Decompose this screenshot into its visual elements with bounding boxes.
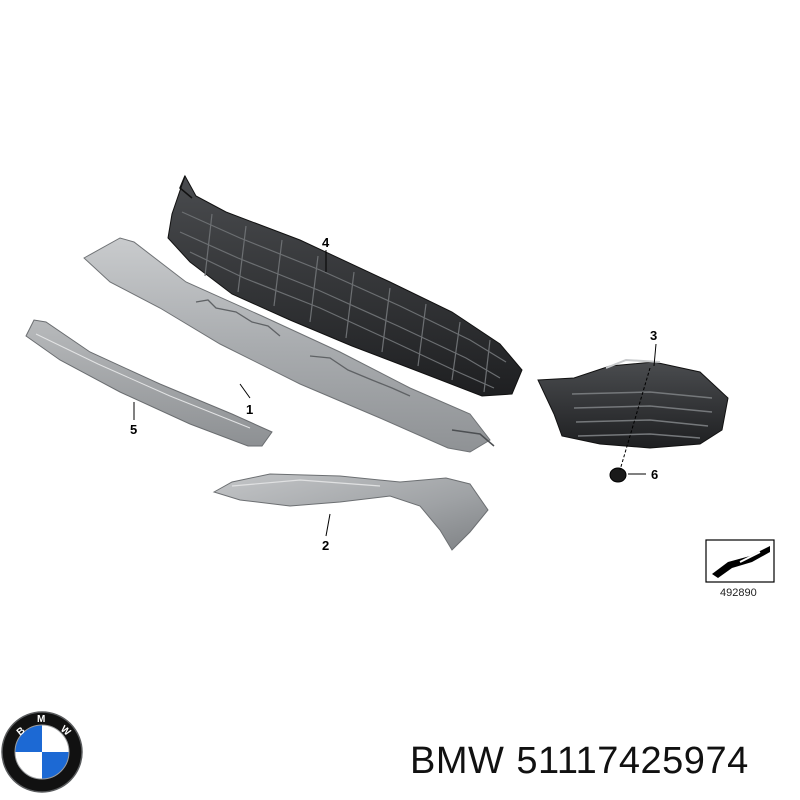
leader-line-3 — [653, 343, 657, 367]
part-caption: BMW 51117425974 — [410, 740, 749, 783]
part-6-clip — [609, 467, 627, 483]
bmw-logo-blue-quarter — [42, 752, 69, 779]
callout-4: 4 — [322, 235, 330, 250]
bmw-logo: B M W — [1, 711, 83, 793]
part-number: 51117425974 — [516, 740, 749, 782]
leader-line-2 — [325, 513, 331, 537]
callout-6: 6 — [651, 467, 658, 482]
callout-3: 3 — [650, 328, 657, 343]
part-5-trim-strip — [25, 319, 273, 447]
callout-5: 5 — [130, 422, 137, 437]
leader-line-1 — [239, 383, 251, 399]
brand-name: BMW — [410, 740, 505, 782]
callout-1: 1 — [246, 402, 253, 417]
reference-number: 492890 — [720, 587, 757, 599]
reference-box — [705, 539, 775, 583]
part-3-side-grille — [537, 358, 729, 449]
leader-lines — [133, 250, 657, 537]
svg-text:M: M — [37, 714, 45, 725]
bmw-logo-blue-quarter — [15, 725, 42, 752]
part-2-lower-trim — [212, 473, 489, 551]
leader-line-3-6-dashed — [619, 367, 651, 471]
part-4-grille — [167, 174, 523, 397]
part-1-trim-panel — [83, 237, 495, 453]
callout-2: 2 — [322, 538, 329, 553]
